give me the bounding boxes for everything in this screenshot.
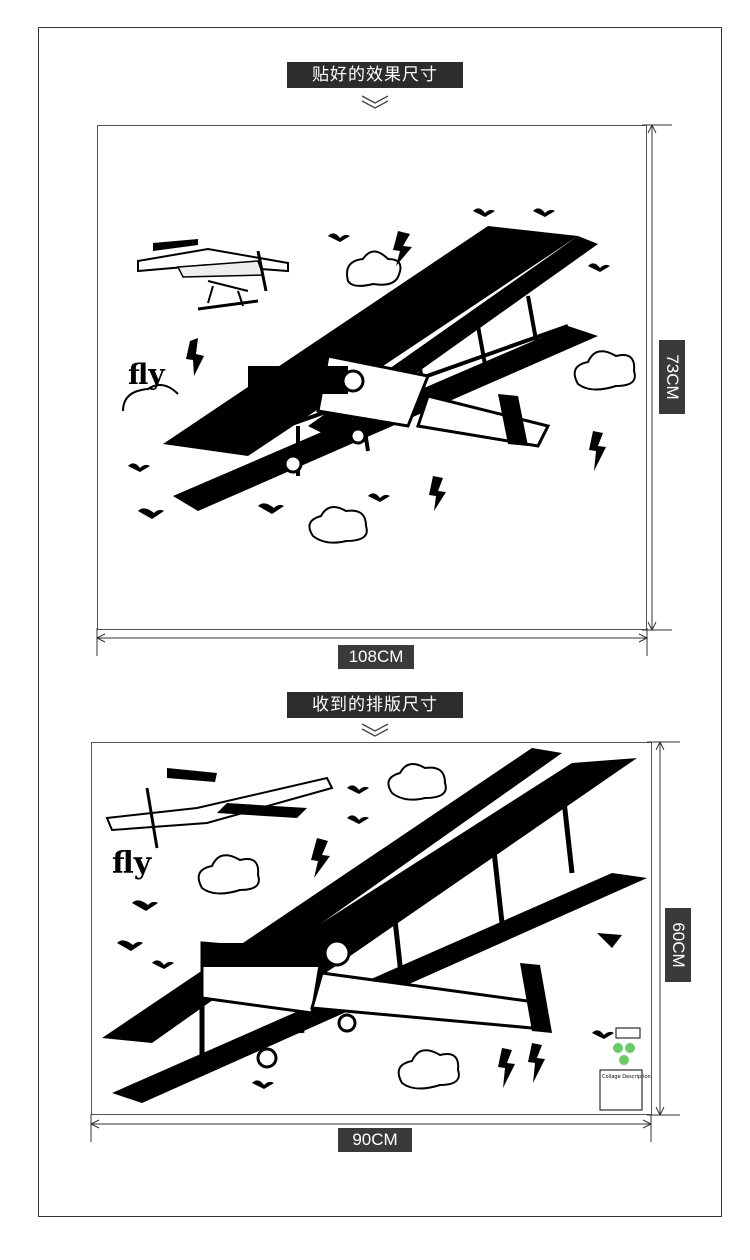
small-plane-illustration: [137, 239, 289, 311]
fly-text: fly: [112, 846, 153, 881]
cloud-icon: [122, 250, 636, 544]
bird-icon: [128, 208, 610, 519]
installed-preview-panel: fly: [97, 125, 647, 630]
lightning-icon: [311, 838, 622, 1088]
barcode-icon: [615, 1027, 641, 1039]
cloud-icon: [197, 763, 460, 1090]
chevron-down-icon: [361, 95, 389, 109]
width-dimension-line: [95, 628, 649, 656]
installed-height-label: 73CM: [659, 340, 685, 414]
height-dimension-line: [642, 123, 672, 632]
biplane-illustration: fly: [122, 208, 636, 544]
received-height-label: 60CM: [665, 908, 691, 982]
page-frame: [38, 27, 722, 1217]
width-dimension-line: [89, 1114, 653, 1142]
biplane-illustration: fly Collage Description: [102, 748, 651, 1111]
lightning-icon: [186, 231, 606, 511]
installed-width-label: 108CM: [338, 645, 414, 669]
received-width-label: 90CM: [338, 1128, 412, 1152]
received-size-title: 收到的排版尺寸: [287, 692, 463, 718]
bird-icon: [117, 785, 614, 1089]
installed-size-title: 贴好的效果尺寸: [287, 62, 463, 88]
small-plane-illustration: [105, 768, 334, 849]
fly-text: fly: [128, 358, 165, 391]
eco-badge-icon: [613, 1043, 623, 1053]
height-dimension-line: [647, 740, 680, 1117]
svg-text:Collage Description: Collage Description: [602, 1074, 651, 1080]
received-preview-panel: fly Collage Description: [91, 742, 652, 1115]
chevron-down-icon: [361, 723, 389, 737]
